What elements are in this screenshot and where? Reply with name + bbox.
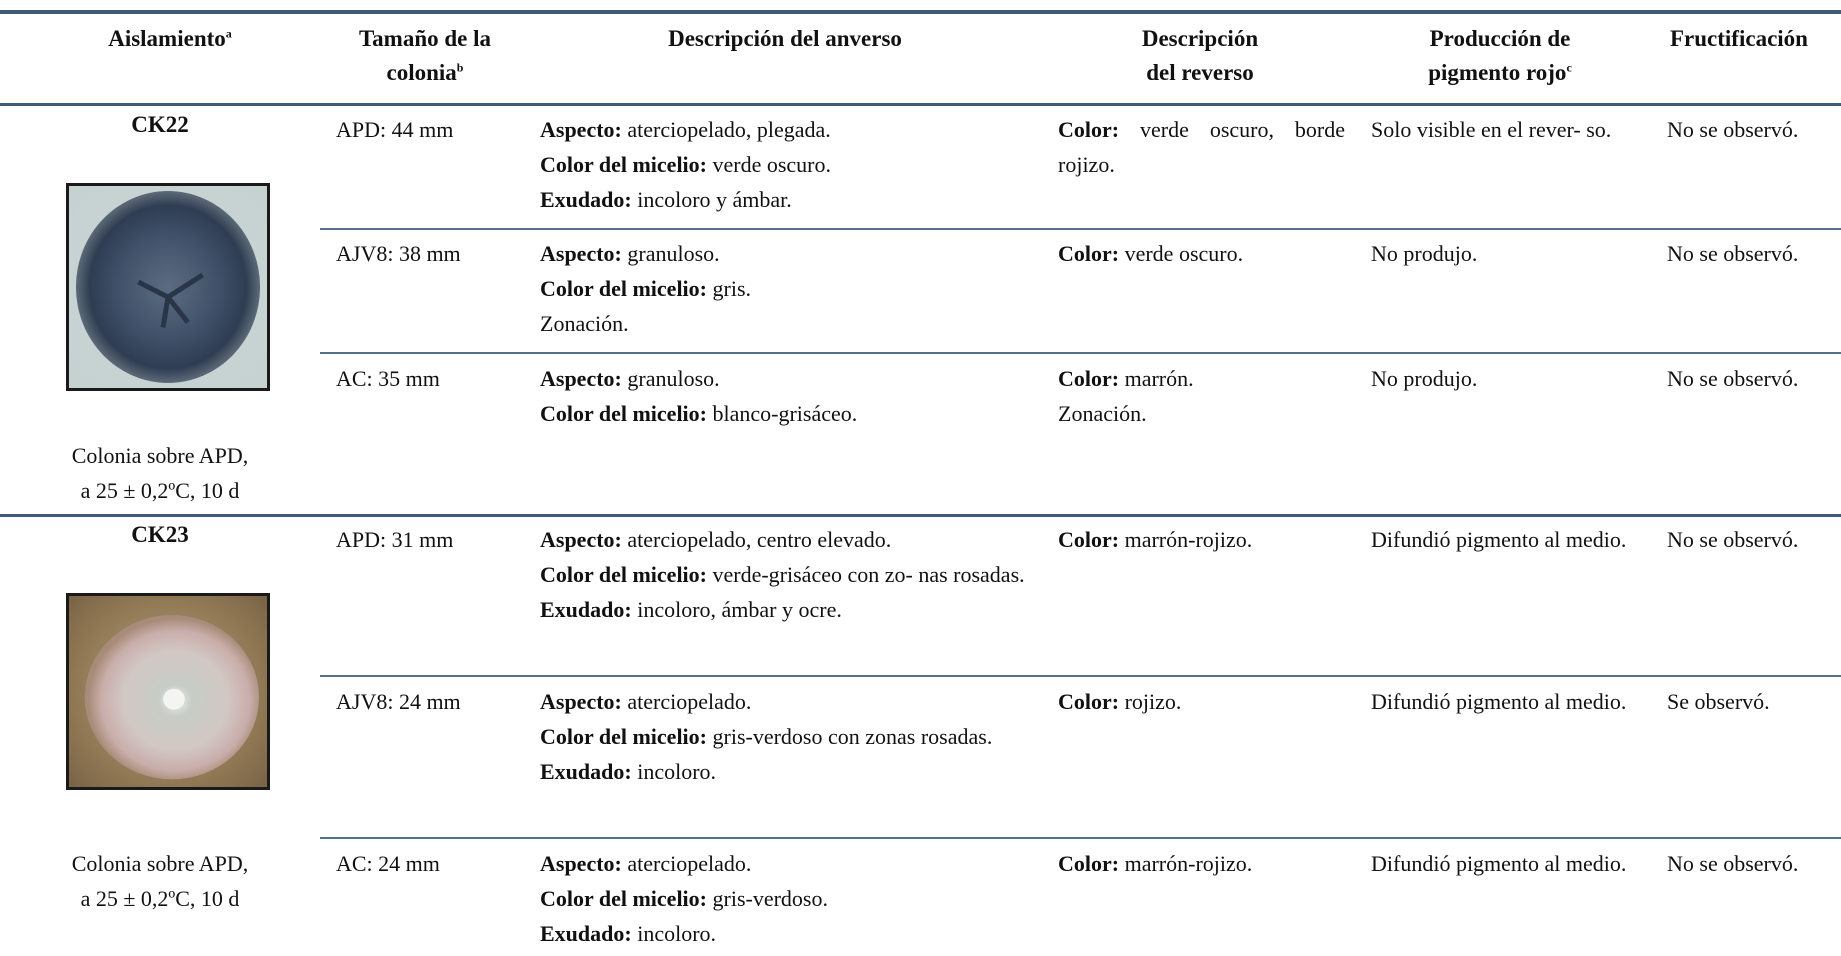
anverso-description: Aspecto: granuloso. Color del micelio: b… <box>540 366 858 426</box>
fructification: No se observó. <box>1667 117 1799 142</box>
fructification: No se observó. <box>1667 366 1799 391</box>
reverso-description: Color: marrón. Zonación. <box>1058 366 1194 426</box>
colony-caption: Colonia sobre APD,a 25 ± 0,2ºC, 10 d <box>71 851 249 911</box>
isolate-code: CK23 <box>131 522 189 547</box>
reverso-description: Color: rojizo. <box>1058 689 1182 714</box>
colony-image-ck22 <box>75 191 261 383</box>
anverso-description: Aspecto: aterciopelado. Color del miceli… <box>540 689 993 784</box>
anverso-description: Aspecto: aterciopelado, plegada. Color d… <box>540 117 832 212</box>
pigment-production: Difundió pigmento al medio. <box>1371 851 1627 876</box>
pigment-production: Solo visible en el rever- so. <box>1371 117 1612 142</box>
colony-size: APD: 44 mm <box>336 117 454 142</box>
colony-image-ck23 <box>84 615 260 780</box>
colony-photo-ck22 <box>66 183 270 391</box>
pigment-production: No produjo. <box>1371 241 1478 266</box>
header-anverso: Descripción del anverso <box>668 26 902 51</box>
pigment-production: No produjo. <box>1371 366 1478 391</box>
anverso-description: Aspecto: aterciopelado, centro elevado. … <box>540 527 1025 622</box>
row-divider <box>320 837 1841 839</box>
colony-size: AJV8: 38 mm <box>336 241 461 266</box>
table-top-rule <box>0 10 1841 14</box>
row-divider <box>320 228 1841 230</box>
header-fructificacion: Fructificación <box>1670 26 1808 51</box>
isolate-code: CK22 <box>131 112 189 137</box>
anverso-description: Aspecto: aterciopelado. Color del miceli… <box>540 851 828 946</box>
row-divider <box>320 675 1841 677</box>
fructification: No se observó. <box>1667 851 1799 876</box>
colony-size: AC: 35 mm <box>336 366 440 391</box>
colony-size: APD: 31 mm <box>336 527 454 552</box>
colony-size: AC: 24 mm <box>336 851 440 876</box>
colony-photo-ck23 <box>66 593 270 790</box>
pigment-production: Difundió pigmento al medio. <box>1371 689 1627 714</box>
header-bottom-rule <box>0 103 1841 106</box>
group-divider <box>0 514 1841 517</box>
reverso-description: Color: verde oscuro, borde rojizo. <box>1058 117 1345 177</box>
reverso-description: Color: verde oscuro. <box>1058 241 1244 266</box>
colony-caption: Colonia sobre APD,a 25 ± 0,2ºC, 10 d <box>71 443 249 503</box>
reverso-description: Color: marrón-rojizo. <box>1058 851 1253 876</box>
colony-size: AJV8: 24 mm <box>336 689 461 714</box>
anverso-description: Aspecto: granuloso. Color del micelio: g… <box>540 241 751 336</box>
reverso-description: Color: marrón-rojizo. <box>1058 527 1253 552</box>
fructification: Se observó. <box>1667 689 1770 714</box>
pigment-production: Difundió pigmento al medio. <box>1371 527 1627 552</box>
row-divider <box>320 352 1841 354</box>
header-aislamiento: Aislamientoa <box>108 26 232 51</box>
fructification: No se observó. <box>1667 527 1799 552</box>
fructification: No se observó. <box>1667 241 1799 266</box>
